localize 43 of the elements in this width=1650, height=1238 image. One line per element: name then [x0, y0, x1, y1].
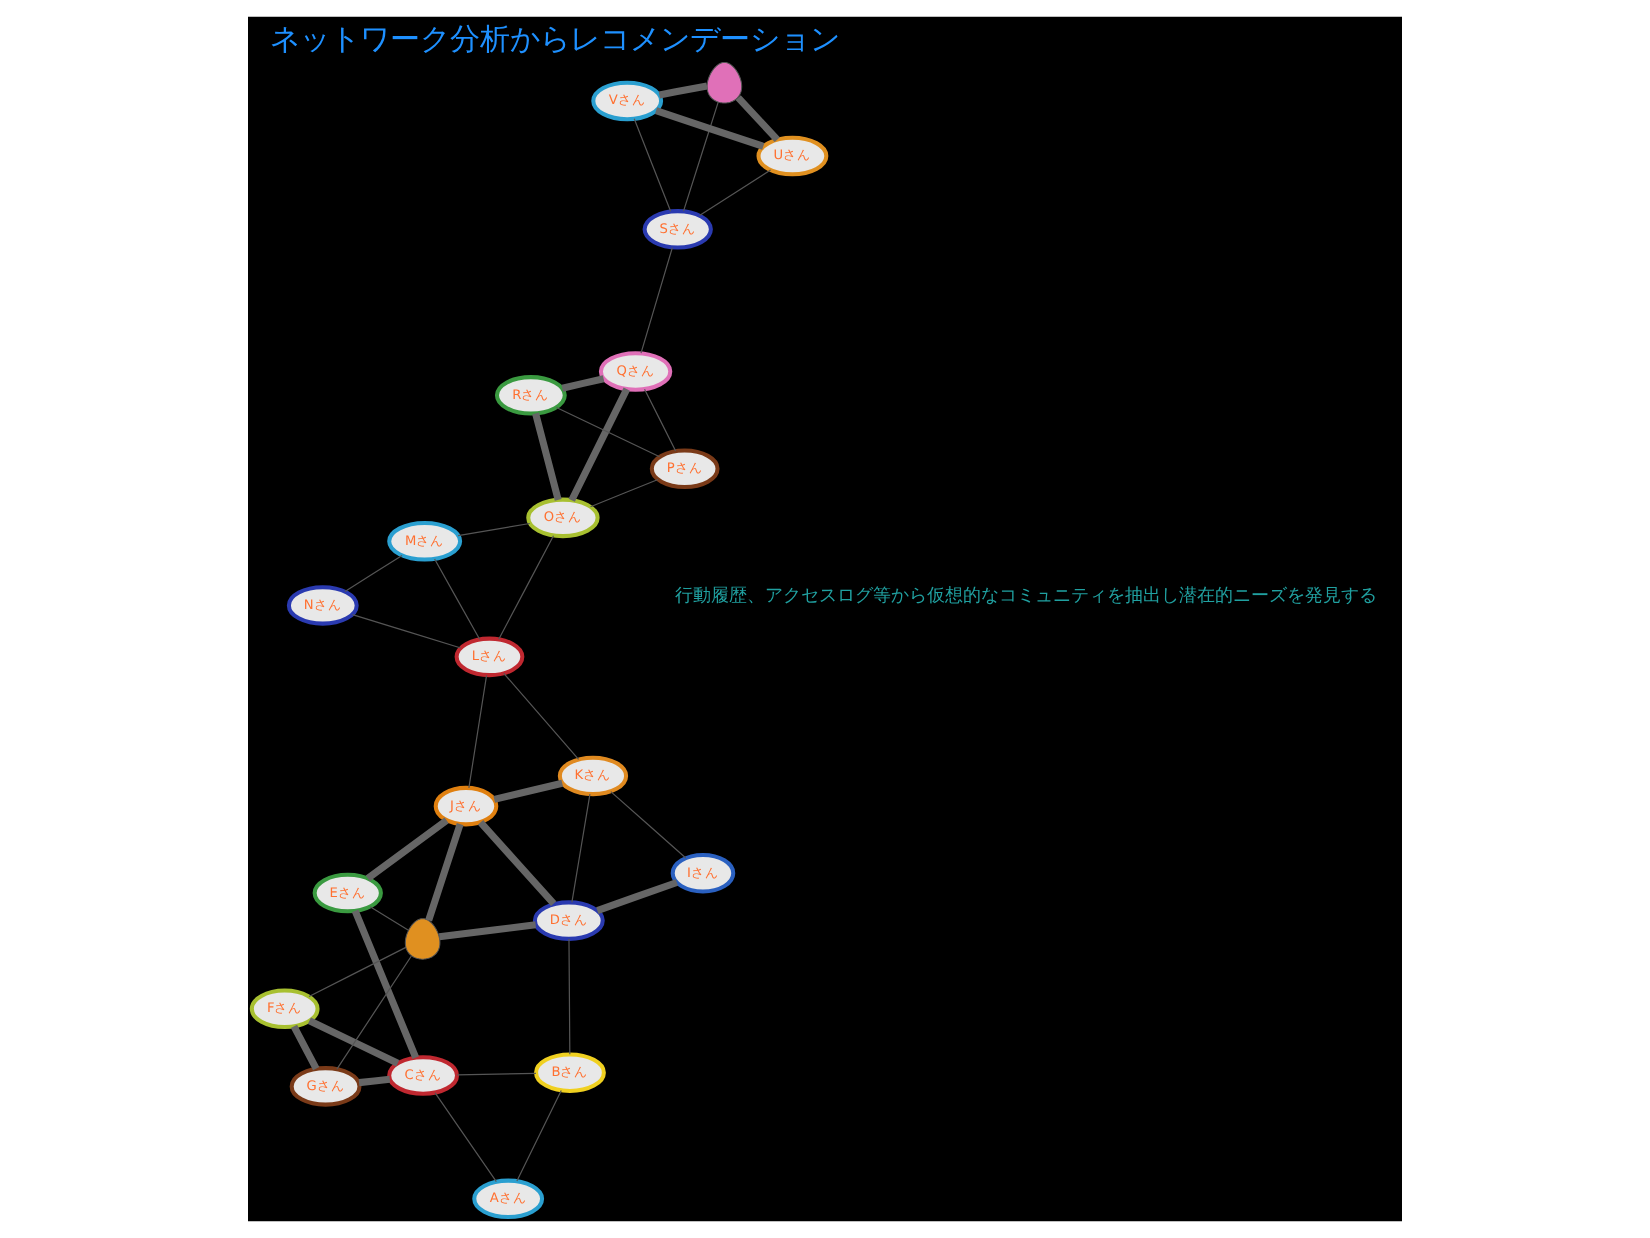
connector	[654, 107, 765, 150]
connector	[456, 1072, 537, 1076]
connector	[571, 793, 591, 903]
connector	[351, 613, 462, 649]
connector	[503, 672, 580, 760]
connector	[682, 101, 719, 212]
connector	[589, 478, 659, 508]
connector	[640, 246, 673, 354]
connector	[308, 946, 407, 998]
connector	[344, 554, 403, 593]
connector	[532, 412, 562, 501]
connector	[365, 817, 449, 882]
connector	[434, 558, 481, 640]
connector	[633, 118, 672, 212]
label: 行動履歴、アクセスログ等から仮想的なコミュニティを抽出し潜在的ニーズを発見する	[674, 587, 1377, 608]
node-person	[706, 61, 743, 104]
connector	[336, 955, 412, 1070]
connector	[425, 822, 464, 922]
diagram-title: ネットワーク分析からレコメンデーション	[269, 21, 840, 58]
connector	[561, 375, 605, 392]
connector	[643, 388, 677, 452]
connector	[438, 921, 537, 941]
connector	[307, 1017, 400, 1067]
connector	[369, 906, 410, 931]
connector	[351, 909, 419, 1059]
connector	[555, 406, 661, 458]
connector	[568, 938, 571, 1055]
connector	[290, 1024, 320, 1071]
node-person	[404, 918, 441, 960]
connector	[698, 169, 772, 217]
connector	[493, 779, 564, 803]
connector	[468, 674, 488, 789]
connector	[735, 95, 780, 143]
connector	[658, 82, 708, 99]
connector	[568, 387, 630, 502]
connector	[457, 522, 531, 537]
connector	[477, 819, 557, 907]
connector	[498, 535, 555, 640]
connector	[596, 879, 679, 914]
connector	[516, 1089, 562, 1182]
connector	[358, 1075, 391, 1087]
connector	[434, 1092, 497, 1183]
connector	[610, 791, 687, 859]
